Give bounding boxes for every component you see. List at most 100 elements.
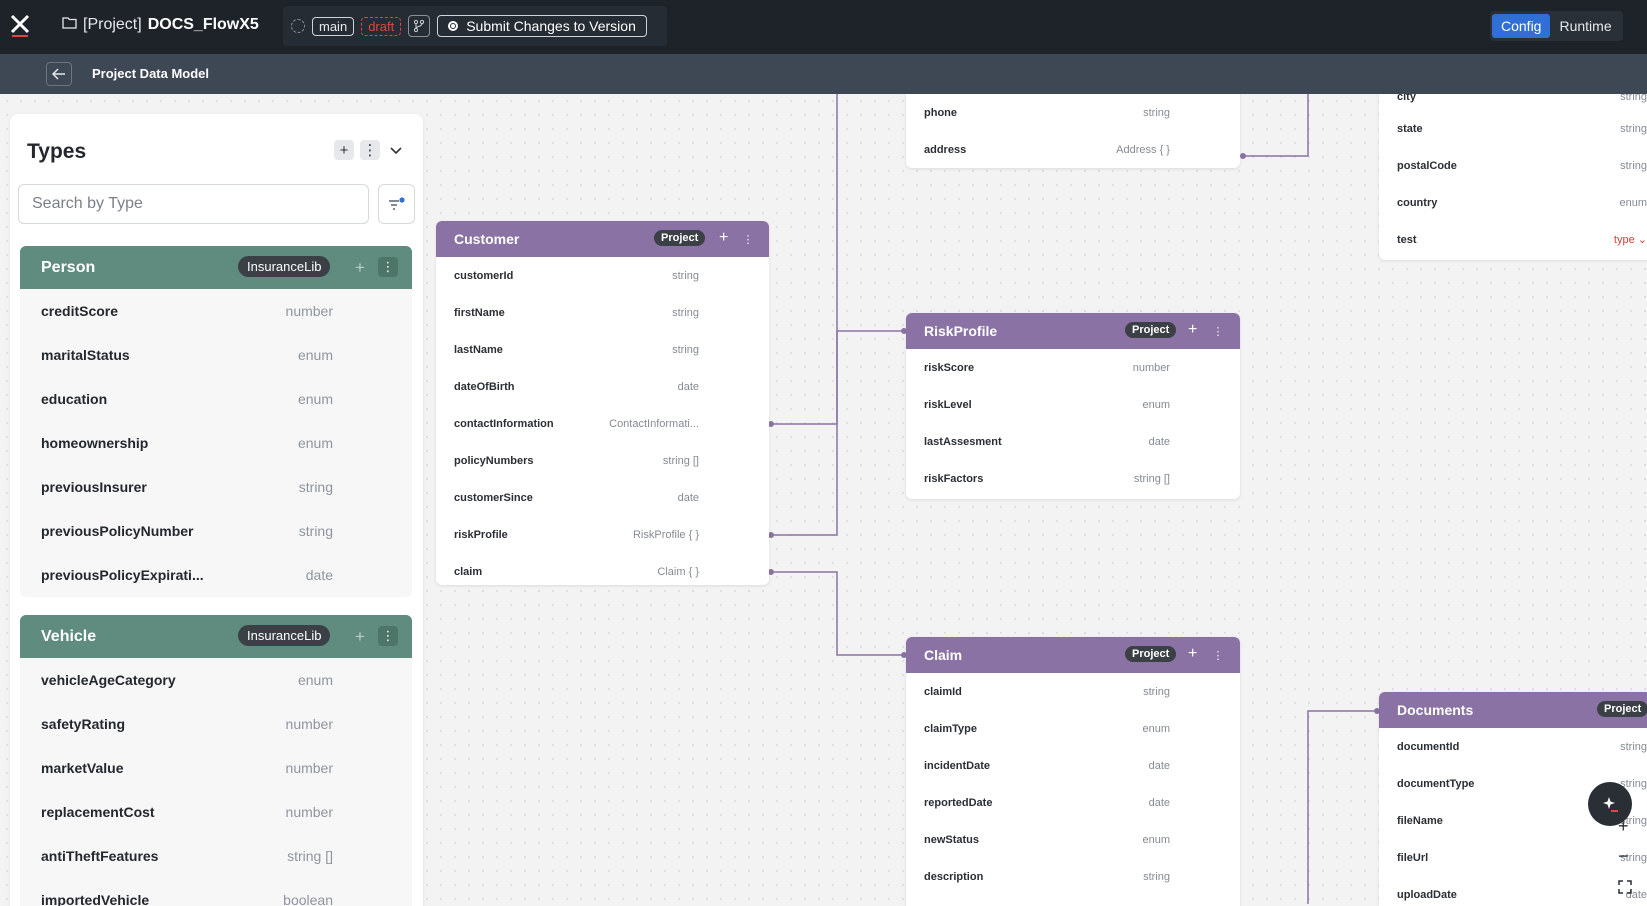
add-type-plus-icon[interactable]: + (334, 140, 354, 160)
add-field-plus-icon[interactable]: + (719, 229, 729, 246)
branch-icon[interactable] (408, 15, 431, 37)
field-type: Address { } (1116, 143, 1170, 156)
add-field-plus-icon[interactable]: + (355, 258, 365, 277)
config-mode-button[interactable]: Config (1492, 14, 1551, 38)
fit-screen-icon[interactable] (1618, 878, 1632, 899)
field-type: string (298, 523, 333, 539)
type-search-input[interactable]: Search by Type (18, 184, 369, 224)
type-name: Person (41, 258, 96, 276)
field-type: string [] (662, 454, 699, 467)
field-name: reportedDate (924, 796, 993, 809)
field-name: contactInformation (454, 417, 554, 430)
page-title: Project Data Model (92, 66, 210, 81)
field-name: firstName (454, 306, 505, 319)
field-name: documentType (1397, 777, 1475, 790)
add-field-plus-icon[interactable]: + (1188, 321, 1198, 338)
panel-more-icon[interactable]: ⋮ (360, 140, 380, 160)
add-field-plus-icon[interactable]: + (355, 627, 365, 646)
filter-icon[interactable] (378, 184, 415, 224)
entity-more-icon[interactable]: ⋮ (1212, 325, 1224, 338)
type-more-icon[interactable]: ⋮ (378, 626, 398, 646)
field-type: number (285, 804, 333, 820)
data-model-canvas[interactable]: Types + ⋮ Search by Type Person Insuranc… (0, 94, 1647, 906)
entity-name: Customer (454, 231, 520, 247)
field-name: phone (924, 106, 957, 119)
field-type: boolean (283, 892, 333, 906)
flowx-logo-icon[interactable] (10, 14, 30, 38)
project-breadcrumb[interactable]: [Project] DOCS_FlowX5 (62, 16, 259, 34)
entity-card-header: RiskProfile Project + ⋮ (906, 313, 1240, 349)
type-card-vehicle[interactable]: Vehicle InsuranceLib + ⋮ vehicleAgeCateg… (20, 615, 412, 906)
zoom-out-minus-icon[interactable]: − (1618, 846, 1629, 866)
field-row[interactable]: previousPolicyExpirati...date (20, 553, 412, 597)
submit-changes-button[interactable]: Submit Changes to Version (437, 15, 647, 37)
type-more-icon[interactable]: ⋮ (378, 257, 398, 277)
ai-assistant-sparkle-icon[interactable] (1588, 782, 1632, 826)
field-name: postalCode (1397, 159, 1457, 172)
entity-more-icon[interactable]: ⋮ (1212, 649, 1224, 662)
field-name: claimId (924, 685, 962, 698)
field-name: marketValue (41, 760, 124, 776)
entity-more-icon[interactable]: ⋮ (742, 233, 754, 246)
chevron-down-icon[interactable] (390, 142, 402, 158)
field-name: riskProfile (454, 528, 508, 541)
back-arrow-icon[interactable] (46, 62, 72, 86)
branch-badge[interactable]: main (312, 16, 355, 36)
field-type-select[interactable]: type ⌄ (1613, 234, 1647, 246)
field-name: previousPolicyExpirati... (41, 567, 204, 583)
runtime-mode-button[interactable]: Runtime (1559, 18, 1612, 34)
add-field-plus-icon[interactable]: + (1188, 645, 1198, 662)
zoom-in-plus-icon[interactable]: + (1618, 816, 1629, 836)
field-name: documentId (1397, 740, 1460, 753)
